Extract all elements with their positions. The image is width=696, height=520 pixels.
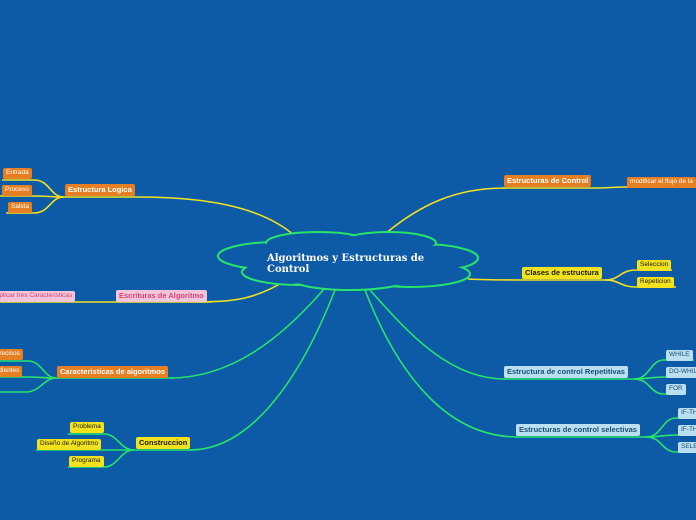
- link-estructuras-control: [384, 187, 506, 235]
- link-clases: [467, 278, 523, 281]
- node-estructura-logica[interactable]: Estructura Logica: [65, 184, 135, 196]
- node-caracteristicas[interactable]: Caracteristicas de algoritmos: [57, 366, 169, 378]
- node-dientes[interactable]: ...dientes: [0, 366, 23, 377]
- node-while[interactable]: WHILE: [666, 350, 693, 361]
- link-repetitivas: [369, 289, 506, 380]
- node-entrada[interactable]: Entrada: [3, 168, 32, 179]
- node-diseno[interactable]: Diseño de Algoritmo: [37, 439, 102, 450]
- link-construccion: [189, 289, 336, 451]
- node-aplicar[interactable]: Aplicar tres Caracteristicas: [0, 291, 76, 302]
- node-if-then-else[interactable]: IF-THEN-ELSE: [678, 425, 696, 436]
- node-salida[interactable]: Salida: [8, 202, 33, 213]
- node-select[interactable]: SELECT: [678, 442, 696, 453]
- node-selectivas[interactable]: Estructuras de control selectivas: [516, 424, 640, 436]
- node-modificar[interactable]: modificar el flujo de la: [627, 177, 696, 188]
- node-proceso[interactable]: Proceso: [2, 185, 32, 196]
- node-construccion[interactable]: Construccion: [136, 437, 191, 449]
- link-selectivas: [364, 289, 519, 438]
- node-for[interactable]: FOR: [666, 384, 686, 395]
- link-estructura-logica: [136, 196, 296, 237]
- node-escrituras[interactable]: Escrituras de Algoritmo: [116, 290, 207, 302]
- node-if-then[interactable]: IF-THEN: [678, 408, 696, 419]
- node-do-while[interactable]: DO-WHILE: [666, 367, 696, 378]
- node-problema[interactable]: Problema: [70, 422, 104, 433]
- node-estructuras-control[interactable]: Estructuras de Control: [504, 175, 592, 187]
- central-topic[interactable]: Algoritmos y Estructuras de Control: [267, 253, 425, 275]
- link-caracteristicas: [169, 287, 326, 379]
- node-precisos[interactable]: Precisos: [0, 349, 23, 360]
- node-clases[interactable]: Clases de estructura: [522, 267, 602, 279]
- node-seleccion[interactable]: Seleccion: [637, 260, 672, 271]
- node-programa[interactable]: Programa: [69, 456, 104, 467]
- node-repetitivas[interactable]: Estructura de control Repetitivas: [504, 366, 628, 378]
- node-repeticion[interactable]: Repeticion: [637, 277, 674, 288]
